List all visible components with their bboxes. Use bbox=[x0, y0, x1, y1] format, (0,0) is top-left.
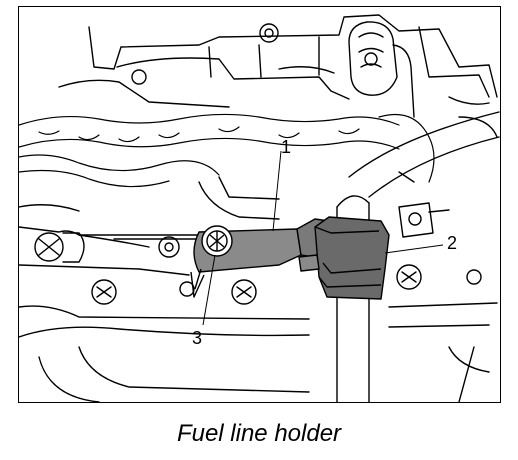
callout-3: 3 bbox=[192, 328, 202, 348]
electrical-connector bbox=[348, 21, 415, 118]
diagram-frame: 1 2 3 bbox=[18, 6, 501, 403]
engine-casing-outline bbox=[88, 14, 498, 98]
leader-line-2 bbox=[384, 244, 444, 254]
fuel-line-clip bbox=[298, 216, 390, 300]
casing-upper-panel bbox=[116, 57, 350, 100]
wiring-harness bbox=[19, 113, 435, 188]
engine-illustration: 1 2 3 bbox=[19, 14, 500, 402]
sensor-right bbox=[398, 202, 450, 238]
hose-diagonal bbox=[348, 111, 500, 198]
callout-1: 1 bbox=[281, 137, 291, 157]
callout-2: 2 bbox=[447, 233, 457, 253]
leader-line-1 bbox=[272, 150, 282, 232]
holder-bolt bbox=[201, 225, 233, 257]
leader-line-3 bbox=[202, 254, 216, 326]
figure-caption: Fuel line holder bbox=[176, 420, 342, 447]
